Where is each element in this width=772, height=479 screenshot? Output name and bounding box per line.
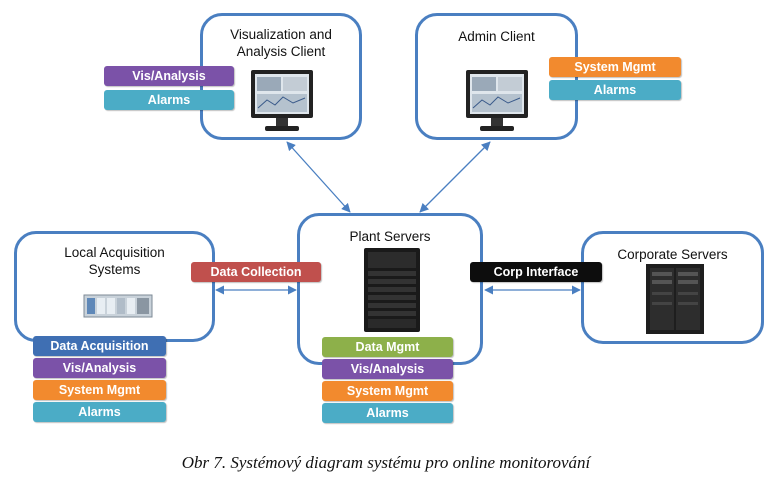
acquisition-hardware-icon: [83, 294, 153, 318]
alarms-tag-plant: Alarms: [322, 403, 453, 423]
server-tower-icon: [364, 248, 420, 332]
vis-analysis-tag-plant: Vis/Analysis: [322, 359, 453, 379]
local-acquisition-title: Local Acquisition Systems: [64, 245, 165, 277]
corporate-servers-node: Corporate Servers: [581, 231, 764, 344]
system-mgmt-tag-local: System Mgmt: [33, 380, 166, 400]
figure-caption: Obr 7. Systémový diagram systému pro onl…: [181, 453, 591, 472]
plant-servers-title: Plant Servers: [349, 229, 431, 244]
link-visualization-plant: [286, 141, 351, 213]
server-rack-icon: [646, 264, 704, 334]
data-mgmt-tag-plant: Data Mgmt: [322, 337, 453, 357]
corp-interface-label: Corp Interface: [470, 262, 602, 282]
alarms-tag-local: Alarms: [33, 402, 166, 422]
link-admin-plant: [419, 141, 491, 213]
alarms-tag-visualization: Alarms: [104, 90, 234, 110]
visualization-client-title: Visualization and Analysis Client: [230, 27, 332, 59]
local-acquisition-node: Local Acquisition Systems: [14, 231, 215, 342]
data-acquisition-tag-local: Data Acquisition: [33, 336, 166, 356]
monitor-icon: [466, 70, 528, 131]
corporate-servers-title: Corporate Servers: [617, 247, 728, 262]
admin-client-title: Admin Client: [458, 29, 535, 44]
vis-analysis-tag-visualization: Vis/Analysis: [104, 66, 234, 86]
vis-analysis-tag-local: Vis/Analysis: [33, 358, 166, 378]
alarms-tag-admin: Alarms: [549, 80, 681, 100]
system-mgmt-tag-plant: System Mgmt: [322, 381, 453, 401]
monitor-icon: [251, 70, 313, 131]
system-mgmt-tag-admin: System Mgmt: [549, 57, 681, 77]
data-collection-label: Data Collection: [191, 262, 321, 282]
